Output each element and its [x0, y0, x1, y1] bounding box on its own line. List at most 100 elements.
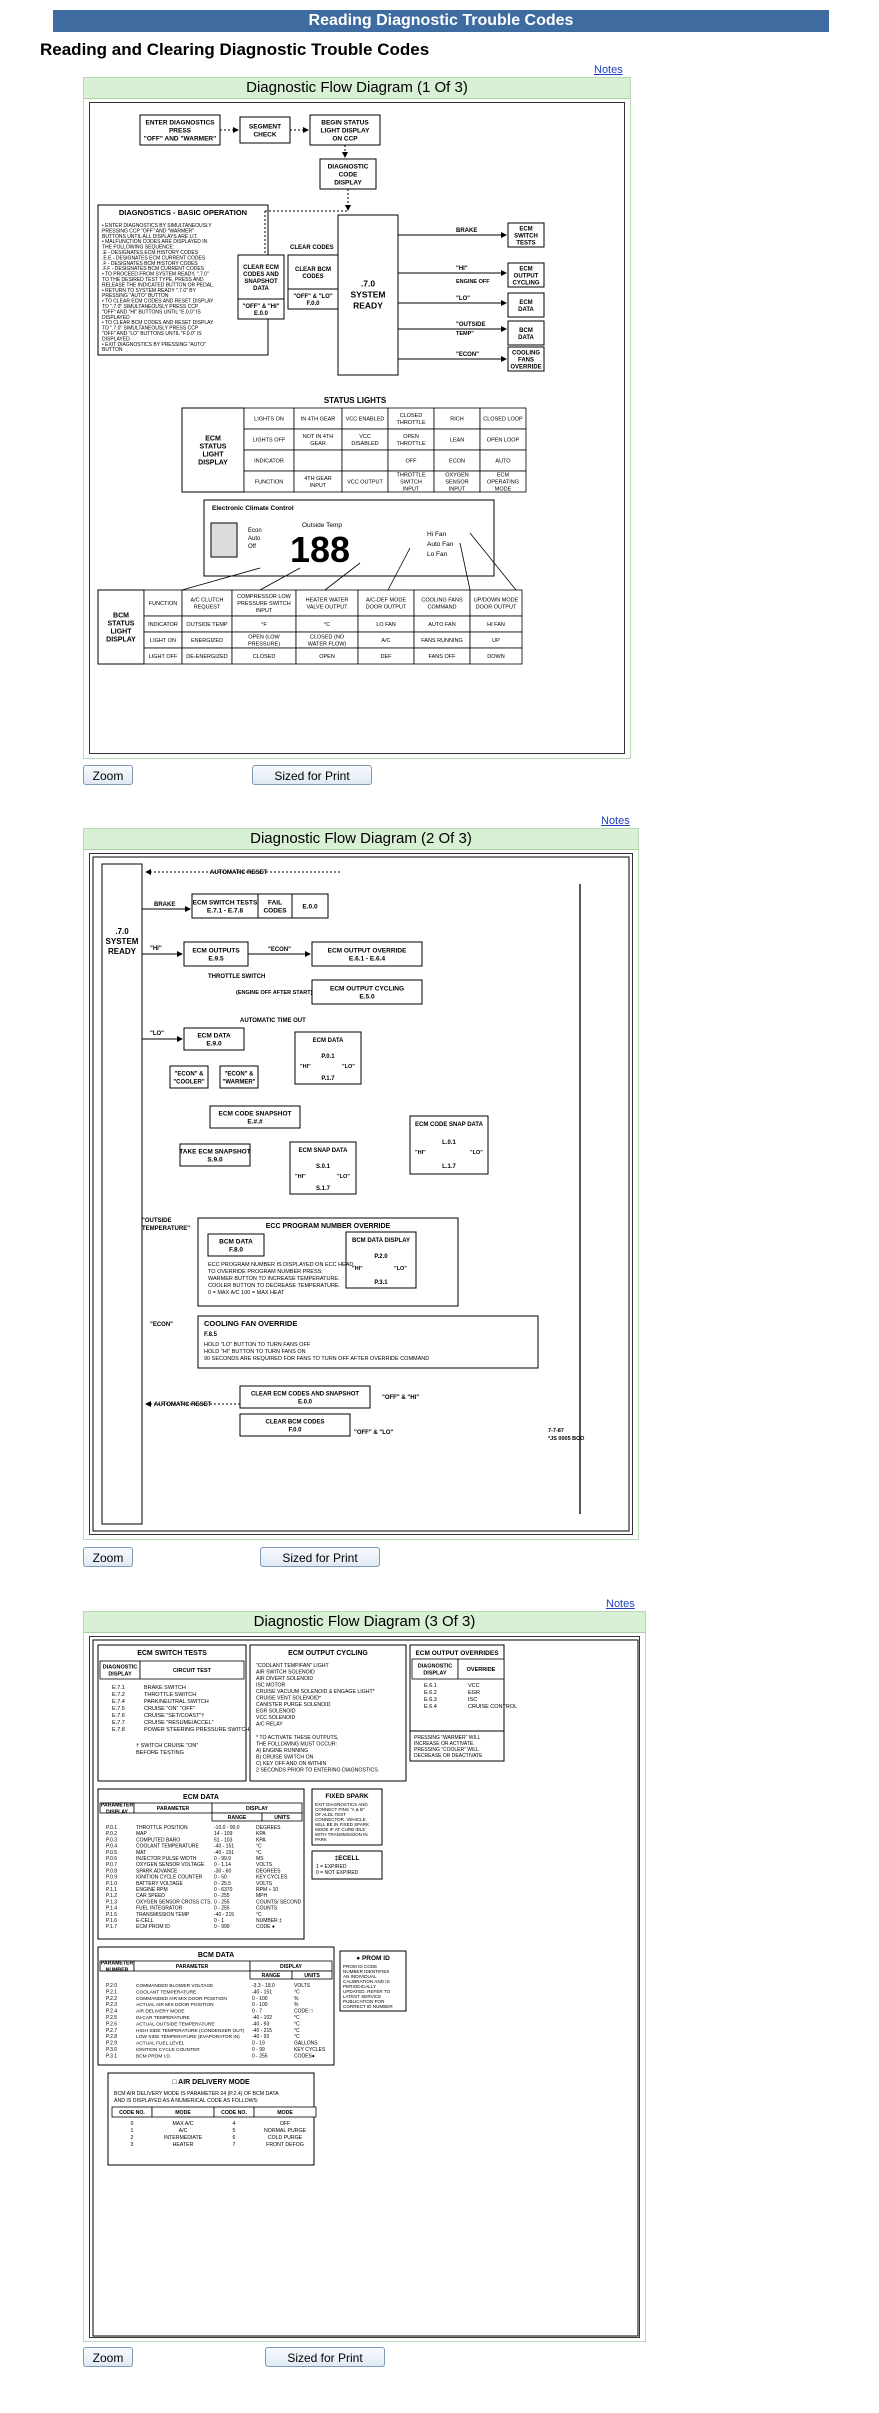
print-button-3[interactable]: Sized for Print: [265, 2347, 385, 2367]
diagram-text: * TO ACTIVATE THESE OUTPUTS,: [256, 1735, 339, 1741]
bcm-status-grid-text: DOOR OUTPUT: [366, 605, 407, 611]
take-snapshot-box-label: TAKE ECM SNAPSHOT: [179, 1149, 250, 1156]
zoom-button-3[interactable]: Zoom: [83, 2347, 133, 2367]
diagram-text: AUTOMATIC TIME OUT: [240, 1018, 306, 1024]
diagram-text: E.6.4: [424, 1704, 437, 1710]
diagram-text: "HI": [415, 1150, 426, 1156]
diagram-text: E.7.2: [112, 1692, 125, 1698]
diagram-text: .E.E - DESIGNATES ECM CURRENT CODES: [102, 255, 206, 261]
clear-ecm-box-label: CODES AND: [243, 272, 279, 278]
diagram-text: 0 - 7: [252, 2009, 262, 2015]
bcm-status-grid-text: OPEN: [319, 654, 335, 660]
ecm-status-grid-text: NOT IN 4TH: [303, 434, 333, 440]
diagram-text: • EXIT DIAGNOSTICS BY PRESSING "AUTO": [102, 342, 206, 348]
diagram-text: P.1.1: [106, 1887, 117, 1893]
ecm-status-grid-text: MODE: [495, 487, 512, 493]
clear-bcm-box-label: CODES: [302, 274, 323, 280]
diagram-text: CALIBRATION AND IS: [343, 1979, 390, 1984]
print-button-1[interactable]: Sized for Print: [252, 765, 372, 785]
connector-line: [469, 532, 517, 591]
diagram-text: GALLONS: [294, 2041, 318, 2047]
diagram-text: .E - DESIGNATES ECM HISTORY CODES: [102, 250, 199, 256]
diagram-text: 0 - 100: [252, 2002, 268, 2008]
fail-codes-box-label: FAIL: [268, 900, 282, 907]
bcm-status-grid-text: A/C: [381, 638, 390, 644]
bcm-status-grid-text: FANS OFF: [429, 654, 457, 660]
diagram-text: □ AIR DELIVERY MODE: [172, 2079, 250, 2086]
diagram-text: UPDATED. REFER TO: [343, 1989, 391, 1994]
econ-cooler-label-label: "ECON" &: [174, 1072, 204, 1078]
notes-link-2[interactable]: Notes: [601, 815, 630, 827]
segment-check-box-label: SEGMENT: [249, 124, 281, 131]
diagram-text: Lo Fan: [427, 551, 448, 558]
diagram-text: F.8.5: [204, 1332, 218, 1338]
diagram-text: P.1.5: [106, 1912, 117, 1918]
diagram-text: VOLTS: [256, 1881, 273, 1887]
diagram-text: MAT: [136, 1850, 146, 1856]
diagram-text: 1 = EXPIRED: [316, 1864, 347, 1870]
diagram-text: P.0.1: [321, 1054, 335, 1060]
diagram-text: 0 - 99: [252, 2047, 265, 2053]
diagram-text: P.2.9: [106, 2041, 117, 2047]
diagram-text: CODE □: [294, 2009, 313, 2015]
bcm-status-grid-text: ENERGIZED: [191, 638, 223, 644]
ecm-status-grid-text: VCC ENABLED: [346, 417, 385, 423]
ecm-output-override-box-label: E.6.1 - E.6.4: [349, 956, 386, 963]
diagram-text: L.0.1: [442, 1140, 456, 1146]
ecm-status-grid-cell: [479, 470, 527, 493]
clear-ecm-box-label: CLEAR ECM: [243, 265, 279, 271]
bcm-status-grid-text: UP/DOWN MODE: [474, 598, 519, 604]
diagram-text: ECM CODE SNAP DATA: [415, 1122, 484, 1128]
diagram-text: ECM SNAP DATA: [298, 1148, 348, 1154]
diagram-text: "HI": [352, 1266, 363, 1272]
diagram-text: COMMANDED AIR MIX DOOR POSITION: [136, 1996, 227, 2002]
diagram-text: HEATER: [173, 2142, 194, 2148]
print-button-2[interactable]: Sized for Print: [260, 1547, 380, 1567]
target-box: [507, 292, 545, 318]
ecm-switch-tests-box: [191, 893, 259, 919]
bcm-status-grid-text: °C: [324, 622, 330, 628]
ecm-outputs-box-label: ECM OUTPUTS: [192, 948, 240, 955]
diagram-text: AIR DIVERT SOLENOID: [256, 1676, 313, 1682]
zoom-button-2[interactable]: Zoom: [83, 1547, 133, 1567]
diagram-text: OF ALDL TEST: [315, 1812, 346, 1817]
diagram-text: "OFF" AND "LO" BUTTONS UNTIL "F.0.0" IS: [102, 331, 202, 337]
ecm-status-grid-text: OPERATING: [487, 480, 519, 486]
notes-link-1[interactable]: Notes: [594, 64, 623, 76]
ecm-status-grid-text: AUTO: [495, 459, 511, 465]
clear-bcm-box: [287, 254, 339, 290]
diagram-text: ECM SWITCH TESTS: [137, 1650, 207, 1657]
diagram-text: P.1.7: [321, 1076, 335, 1082]
diagram-text: 0 - 6370: [214, 1887, 233, 1893]
diagram-text: LOW SIDE TEMPERATURE (EVAPORATOR IN): [136, 2034, 240, 2040]
notes-link-3[interactable]: Notes: [606, 1598, 635, 1610]
diagram-text: 0 - 25.5: [214, 1881, 231, 1887]
diagram-text: A/C RELAY: [256, 1722, 283, 1728]
clear-ecm-box-label: DATA: [253, 286, 269, 292]
diagram-text: IN-CAR TEMPERATURE: [136, 2015, 190, 2021]
diagram-text: P.1.3: [106, 1899, 117, 1905]
begin-status-box-label: ON CCP: [332, 136, 358, 143]
diagram-text: BUTTON: [102, 347, 123, 353]
ecm-status-grid-text: OPEN LOOP: [487, 438, 520, 444]
diagram-text: 0 - 255: [214, 1906, 230, 1912]
diagram-text: P.2.1: [106, 1989, 117, 1995]
diagram-text: MAX A/C: [172, 2121, 193, 2127]
zoom-button-1[interactable]: Zoom: [83, 765, 133, 785]
diagram-text: P.1.2: [106, 1893, 117, 1899]
ecm-switch-tests-box-label: ECM SWITCH TESTS: [193, 900, 258, 907]
diagram-text: 0 - 255: [214, 1899, 230, 1905]
diagram-text: "LO": [342, 1064, 355, 1070]
prom-id-box: [339, 1950, 407, 2012]
diagram-text: E-CELL: [136, 1918, 154, 1924]
diagram-text: P.2.0: [106, 1983, 117, 1989]
ecm-status-grid-text: OPEN: [403, 434, 419, 440]
diagram-text: INJECTOR PULSE WIDTH: [136, 1856, 197, 1862]
diagram-text: 2 SECONDS PRIOR TO ENTERING DIAGNOSTICS.: [256, 1768, 379, 1774]
diagram-text: -40 - 151: [214, 1850, 234, 1856]
diagram-text: WITH TRANSMISSION IN: [315, 1832, 368, 1837]
diagnostic-code-display-box: [319, 158, 377, 190]
